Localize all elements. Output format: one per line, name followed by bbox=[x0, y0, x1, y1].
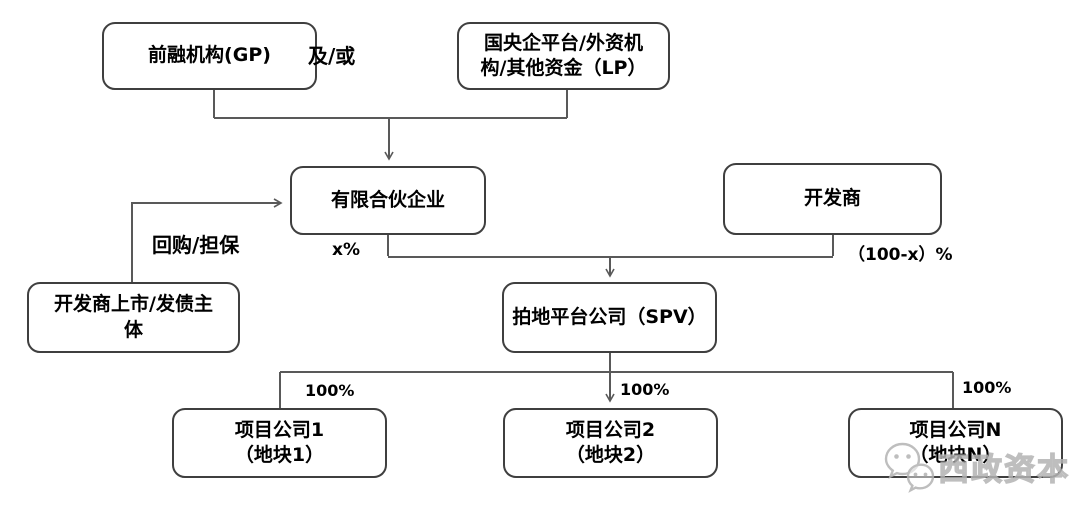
node-developer: 开发商 bbox=[723, 163, 942, 235]
label-and-or: 及/或 bbox=[308, 44, 356, 68]
label-100pct-middle: 100% bbox=[620, 380, 670, 399]
node-project1: 项目公司1 （地块1） bbox=[172, 408, 387, 478]
node-partnership: 有限合伙企业 bbox=[290, 166, 486, 235]
label-100-minus-x-percent: （100-x）% bbox=[848, 245, 953, 265]
watermark: 西政资本 bbox=[882, 438, 1070, 496]
node-projectN: 项目公司N （地块N） bbox=[848, 408, 1063, 478]
label-100pct-left: 100% bbox=[305, 381, 355, 400]
node-lp: 国央企平台/外资机 构/其他资金（LP） bbox=[457, 22, 670, 90]
node-project2: 项目公司2 （地块2） bbox=[503, 408, 718, 478]
label-buyback-guarantee: 回购/担保 bbox=[152, 233, 240, 257]
watermark-text: 西政资本 bbox=[937, 451, 1070, 488]
label-100pct-right: 100% bbox=[962, 378, 1012, 397]
node-listed-entity: 开发商上市/发债主 体 bbox=[27, 282, 240, 353]
node-gp: 前融机构(GP) bbox=[102, 22, 317, 90]
label-x-percent: x% bbox=[332, 240, 360, 260]
wechat-icon bbox=[884, 442, 935, 493]
node-spv: 拍地平台公司（SPV） bbox=[502, 282, 717, 353]
